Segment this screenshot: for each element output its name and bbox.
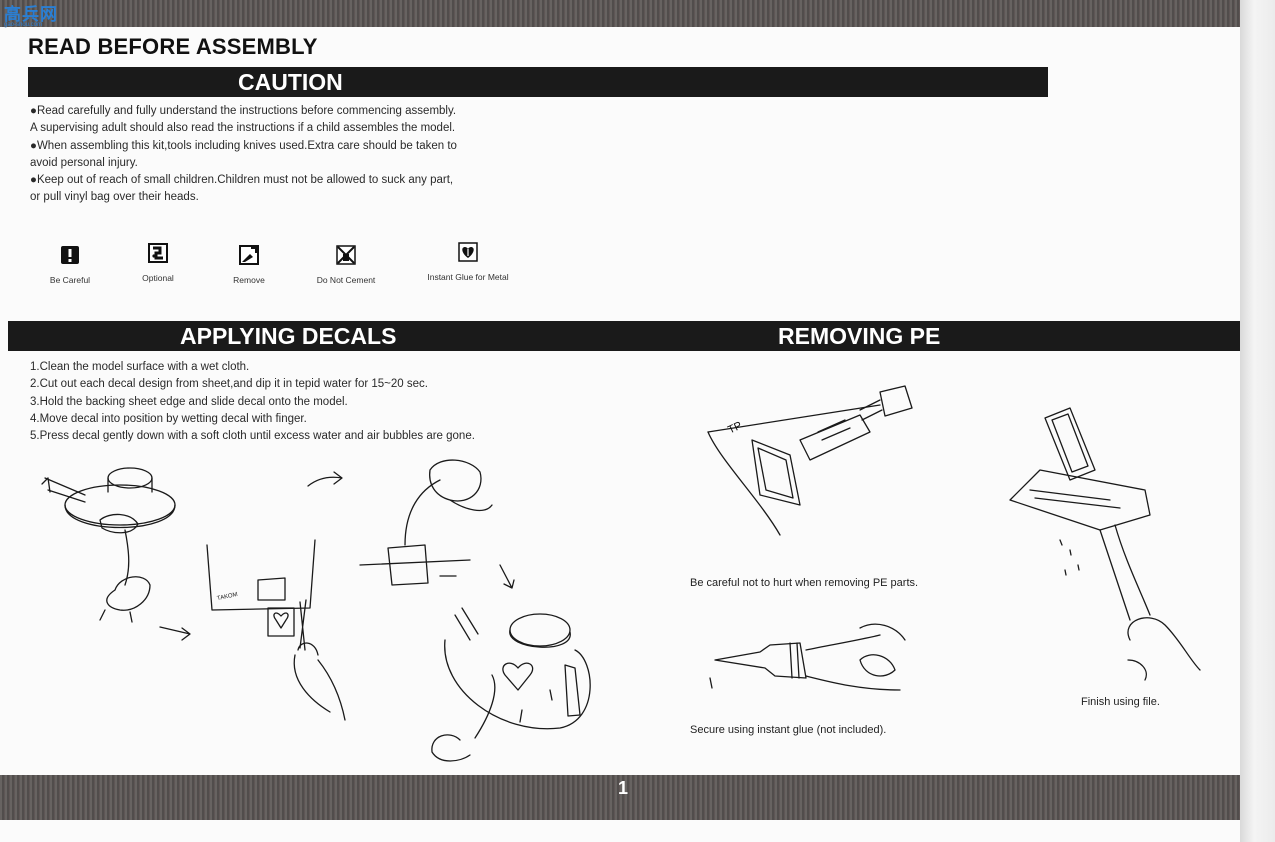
page-binding-edge: [1240, 0, 1275, 842]
site-watermark-logo: 高兵网 gao-shou.com: [4, 6, 58, 28]
caution-line: avoid personal injury.: [30, 156, 138, 169]
arrow-icon: [159, 626, 191, 641]
decal-step: 5.Press decal gently down with a soft cl…: [30, 430, 475, 443]
illustrations-layer: [41, 385, 1201, 762]
pe-caption-glue: Secure using instant glue (not included)…: [690, 724, 887, 736]
caution-line: ●When assembling this kit,tools includin…: [30, 139, 457, 152]
legend-label: Do Not Cement: [316, 275, 376, 285]
legend-do-not-cement: Do Not Cement: [291, 245, 401, 285]
decal-step: 1.Clean the model surface with a wet clo…: [30, 361, 250, 373]
decal-clean-illustration: [41, 467, 176, 623]
arrow-icon: [499, 564, 515, 589]
watermark-main-text: 高兵网: [4, 5, 58, 25]
page-number: 1: [618, 778, 629, 798]
caution-line: ●Keep out of reach of small children.Chi…: [30, 174, 454, 187]
section-heading-bar: APPLYING DECALS REMOVING PE: [8, 321, 1240, 351]
caution-heading-bar: CAUTION: [28, 67, 1048, 97]
legend-be-careful: Be Careful: [15, 245, 125, 285]
bottom-decorative-band: [0, 775, 1240, 820]
arrow-icon: [307, 471, 343, 487]
pe-heading: REMOVING PE: [778, 323, 941, 349]
pe-glue-illustration: [709, 623, 906, 691]
instant-glue-icon: [458, 242, 478, 262]
decal-step: 3.Hold the backing sheet edge and slide …: [30, 395, 348, 408]
decal-cut-illustration: [206, 539, 346, 721]
decal-steps: 1.Clean the model surface with a wet clo…: [30, 359, 630, 445]
legend-instant-glue: Instant Glue for Metal: [413, 242, 523, 282]
pe-file-illustration: [1009, 407, 1201, 681]
caution-text: ●Read carefully and fully understand the…: [30, 103, 600, 207]
pe-caption-careful: Be careful not to hurt when removing PE …: [690, 577, 919, 589]
decal-apply-illustration: [431, 607, 591, 762]
legend-label: Instant Glue for Metal: [427, 272, 509, 282]
legend-label: Be Careful: [49, 275, 91, 285]
remove-icon: [239, 245, 259, 265]
legend-label: Remove: [233, 275, 265, 285]
pe-fret-illustration: [707, 385, 913, 536]
decals-heading: APPLYING DECALS: [180, 323, 397, 349]
optional-icon: [148, 243, 168, 263]
do-not-cement-icon: [336, 245, 356, 265]
pe-caption-file: Finish using file.: [1081, 696, 1160, 708]
legend-optional: Optional: [103, 243, 213, 283]
decal-step: 4.Move decal into position by wetting de…: [30, 412, 307, 425]
caution-line: A supervising adult should also read the…: [30, 122, 456, 135]
caution-line: or pull vinyl bag over their heads.: [30, 191, 199, 204]
caution-line: ●Read carefully and fully understand the…: [30, 105, 457, 117]
decal-step: 2.Cut out each decal design from sheet,a…: [30, 378, 428, 391]
watermark-sub-text: gao-shou.com: [4, 22, 43, 28]
page-title: READ BEFORE ASSEMBLY: [28, 34, 318, 59]
legend-remove: Remove: [194, 245, 304, 285]
exclamation-icon: [61, 246, 79, 264]
caution-heading: CAUTION: [238, 69, 343, 95]
decal-dip-illustration: [359, 459, 493, 586]
top-decorative-band: [0, 0, 1240, 27]
legend-label: Optional: [142, 273, 174, 283]
